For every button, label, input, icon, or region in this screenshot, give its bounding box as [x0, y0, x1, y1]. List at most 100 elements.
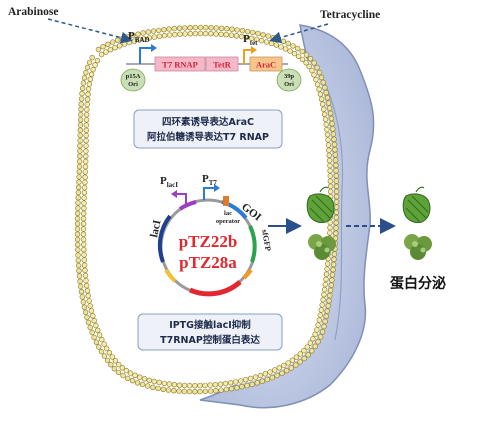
membrane-bead	[114, 37, 121, 43]
membrane-bead	[150, 384, 156, 390]
segment-sfgfp	[248, 225, 257, 263]
membrane-bead	[81, 75, 88, 81]
membrane-bead	[77, 111, 84, 118]
membrane-bead	[80, 210, 87, 217]
membrane-bead	[74, 221, 81, 227]
laci-label: lacI	[148, 219, 163, 239]
membrane-bead	[322, 116, 329, 123]
membrane-bead	[78, 96, 85, 102]
membrane-bead	[223, 386, 230, 393]
membrane-bead	[80, 216, 87, 222]
membrane-bead	[181, 388, 188, 395]
membrane-bead	[259, 378, 265, 384]
membrane-bead	[303, 52, 310, 58]
membrane-bead	[80, 226, 87, 232]
membrane-bead	[213, 25, 220, 31]
membrane-bead	[278, 44, 284, 50]
membrane-bead	[141, 376, 148, 382]
membrane-bead	[284, 368, 290, 374]
membrane-bead	[100, 43, 106, 50]
membrane-bead	[333, 214, 340, 221]
membrane-bead	[285, 360, 291, 366]
membrane-bead	[333, 167, 339, 174]
membrane-bead	[187, 31, 194, 37]
membrane-bead	[88, 308, 95, 314]
membrane-bead	[321, 323, 327, 330]
membrane-bead	[112, 358, 119, 364]
membrane-bead	[218, 25, 225, 31]
membrane-bead	[78, 101, 84, 107]
promoter-laci-arrow	[176, 193, 187, 207]
membrane-bead	[212, 382, 219, 388]
membrane-bead	[111, 366, 118, 372]
membrane-bead	[81, 262, 88, 268]
membrane-bead	[181, 382, 188, 389]
membrane-bead	[136, 37, 143, 43]
gene-arac	[249, 56, 283, 72]
membrane-bead	[330, 131, 337, 137]
membrane-bead	[80, 231, 87, 237]
membrane-bead	[233, 379, 239, 385]
membrane-bead	[74, 236, 81, 243]
membrane-bead	[86, 81, 93, 87]
promoter-bad-arrow	[139, 47, 152, 64]
membrane-bead	[82, 179, 88, 186]
membrane-bead	[90, 313, 96, 319]
membrane-bead	[84, 64, 91, 71]
membrane-bead	[202, 388, 209, 395]
membrane-bead	[320, 297, 326, 303]
membrane-bead	[84, 106, 90, 113]
membrane-bead	[328, 115, 335, 122]
membrane-bead	[285, 40, 291, 47]
membrane-bead	[333, 188, 340, 195]
membrane-bead	[87, 324, 93, 331]
membrane-bead	[93, 339, 100, 345]
membrane-bead	[79, 294, 86, 300]
membrane-bead	[76, 179, 82, 185]
membrane-bead	[325, 303, 331, 309]
membrane-bead	[89, 54, 95, 61]
membrane-bead	[329, 120, 335, 127]
membrane-bead	[217, 381, 224, 387]
membrane-bead	[327, 292, 333, 299]
membrane-bead	[333, 209, 340, 216]
membrane-beads	[74, 24, 340, 395]
membrane-bead	[327, 287, 334, 294]
membrane-bead	[103, 345, 110, 352]
membrane-bead	[85, 91, 91, 97]
membrane-bead	[324, 95, 331, 101]
secretion-label: 蛋白分泌	[390, 275, 446, 292]
membrane-bead	[213, 31, 219, 37]
tetracycline-arrow	[269, 23, 329, 44]
membrane-bead	[333, 178, 340, 184]
membrane-bead	[176, 25, 183, 31]
membrane-bead	[90, 66, 96, 73]
membrane-bead	[313, 76, 319, 83]
membrane-bead	[333, 173, 339, 179]
membrane-bead	[75, 205, 81, 211]
membrane-bead	[116, 43, 123, 49]
membrane-bead	[315, 322, 321, 328]
membrane-bead	[74, 231, 81, 237]
membrane-bead	[311, 72, 317, 78]
membrane-bead	[333, 204, 340, 210]
membrane-bead	[293, 362, 299, 368]
membrane-bead	[315, 339, 321, 345]
membrane-bead	[81, 304, 88, 310]
membrane-bead	[83, 69, 89, 76]
membrane-bead	[333, 162, 339, 169]
membrane-bead	[208, 31, 214, 37]
membrane-bead	[94, 327, 101, 333]
promoter-tet-arrow	[243, 49, 252, 64]
membrane-bead	[77, 143, 83, 149]
membrane-bead	[324, 132, 331, 138]
membrane-bead	[81, 247, 87, 253]
membrane-bead	[80, 241, 87, 248]
membrane-bead	[312, 343, 318, 350]
membrane-bead	[327, 188, 334, 195]
membrane-bead	[83, 127, 90, 134]
membrane-bead	[317, 91, 324, 97]
membrane-bead	[82, 158, 89, 165]
membrane-bead	[330, 261, 337, 268]
segment-ori-orange	[242, 268, 253, 280]
